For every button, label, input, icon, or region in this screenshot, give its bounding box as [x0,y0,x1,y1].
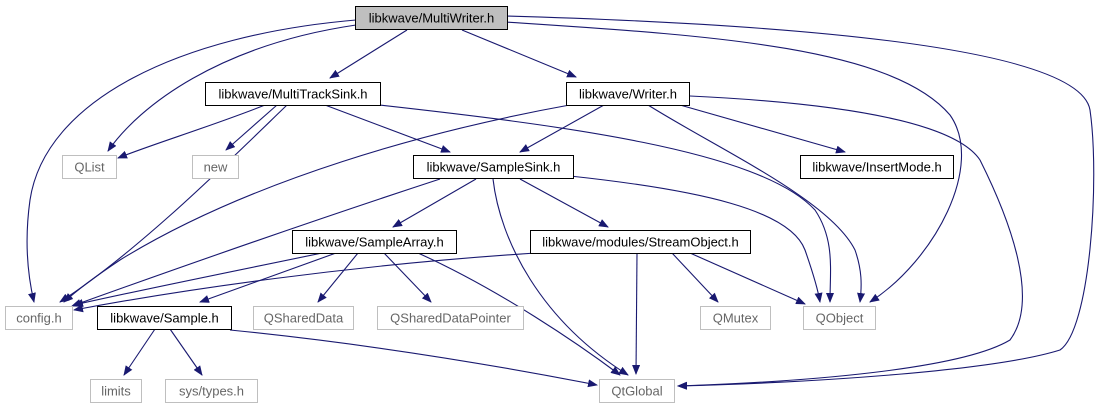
edge-samplearray-to-config [73,252,323,307]
node-samplesink[interactable]: libkwave/SampleSink.h [413,155,574,179]
node-limits: limits [90,379,142,403]
node-label: sys/types.h [179,384,244,399]
node-box [253,306,354,330]
edge-multiwriter-to-writer [461,29,577,78]
node-box [803,306,876,330]
node-label: QObject [816,311,864,326]
nodes-layer: libkwave/MultiWriter.h libkwave/MultiTrac… [5,6,954,403]
node-samplearray[interactable]: libkwave/SampleArray.h [292,230,457,254]
node-new: new [192,155,239,179]
edge-writer-to-config [63,103,576,303]
edge-streamobject-to-qtglobal [632,252,641,375]
edge-sample-to-qtglobal [229,329,598,388]
node-box [566,82,690,106]
node-box [700,306,771,330]
node-label: limits [101,384,131,399]
edge-multitracksink-to-samplesink [324,104,451,153]
node-box [97,306,232,330]
edge-multiwriter-to-qobject [504,21,962,303]
node-label: QSharedData [264,311,344,326]
node-label: new [204,160,228,175]
node-box [599,379,675,403]
edge-multiwriter-to-qtglobal [504,15,1095,390]
node-label: libkwave/InsertMode.h [812,160,941,175]
node-sample[interactable]: libkwave/Sample.h [97,306,232,330]
node-box [5,306,73,330]
node-label: config.h [16,311,62,326]
edge-multiwriter-to-qlist [107,24,357,152]
node-multitracksink[interactable]: libkwave/MultiTrackSink.h [205,82,381,106]
edge-streamobject-to-qmutex [671,252,719,303]
edge-streamobject-to-qobject [689,252,806,305]
edges-layer [26,15,1095,390]
edge-multitracksink-to-new [225,104,278,151]
node-qshareddata: QSharedData [253,306,354,330]
node-box [90,379,142,403]
edge-sample-to-limits [123,328,156,376]
edge-samplesink-to-qtglobal [492,178,629,376]
node-box [165,379,258,403]
edge-samplearray-to-qshareddata [317,252,359,303]
edge-multiwriter-to-config [26,19,357,303]
edge-writer-to-qtglobal [677,95,1023,390]
edge-multitracksink-to-config [59,104,288,303]
node-qshareddatapointer: QSharedDataPointer [377,306,524,330]
node-label: libkwave/MultiTrackSink.h [218,87,367,102]
node-qtglobal: QtGlobal [599,379,675,403]
edge-samplesink-to-qobject [569,175,823,303]
edge-streamobject-to-config [73,252,537,313]
node-box [377,306,524,330]
node-label: QMutex [713,311,759,326]
node-label: libkwave/modules/StreamObject.h [542,235,739,250]
node-box [205,82,381,106]
node-multiwriter[interactable]: libkwave/MultiWriter.h [355,6,508,30]
node-streamobject[interactable]: libkwave/modules/StreamObject.h [530,230,751,254]
node-label: QSharedDataPointer [390,311,511,326]
node-qobject: QObject [803,306,876,330]
edge-samplearray-to-qshareddatapointer [383,252,432,303]
node-systypes: sys/types.h [165,379,258,403]
node-label: libkwave/Writer.h [579,87,677,102]
edge-multitracksink-to-qlist [117,104,266,159]
edge-writer-to-insertmode [679,104,846,154]
node-label: libkwave/SampleArray.h [305,235,443,250]
edge-samplesink-to-config [71,178,441,307]
node-box [62,155,117,179]
node-box [530,230,751,254]
edge-multiwriter-to-multitracksink [329,29,408,79]
edge-samplearray-to-qtglobal [417,252,621,376]
node-box [800,155,954,179]
node-label: QList [74,160,105,175]
node-box [292,230,457,254]
node-config: config.h [5,306,73,330]
node-qmutex: QMutex [700,306,771,330]
node-label: libkwave/Sample.h [110,311,218,326]
node-box [413,155,574,179]
edge-samplesink-to-streamobject [519,178,609,228]
node-box [192,155,239,179]
edge-writer-to-qobject [647,104,866,303]
edge-sample-to-systypes [169,328,203,376]
node-insertmode[interactable]: libkwave/InsertMode.h [800,155,954,179]
node-qlist: QList [62,155,117,179]
node-label: QtGlobal [611,384,662,399]
edge-writer-to-samplesink [519,104,605,153]
node-label: libkwave/MultiWriter.h [369,11,494,26]
edge-samplesink-to-samplearray [392,178,477,228]
edge-samplearray-to-sample [199,252,337,303]
node-label: libkwave/SampleSink.h [427,160,561,175]
node-box [355,6,508,30]
node-writer[interactable]: libkwave/Writer.h [566,82,690,106]
